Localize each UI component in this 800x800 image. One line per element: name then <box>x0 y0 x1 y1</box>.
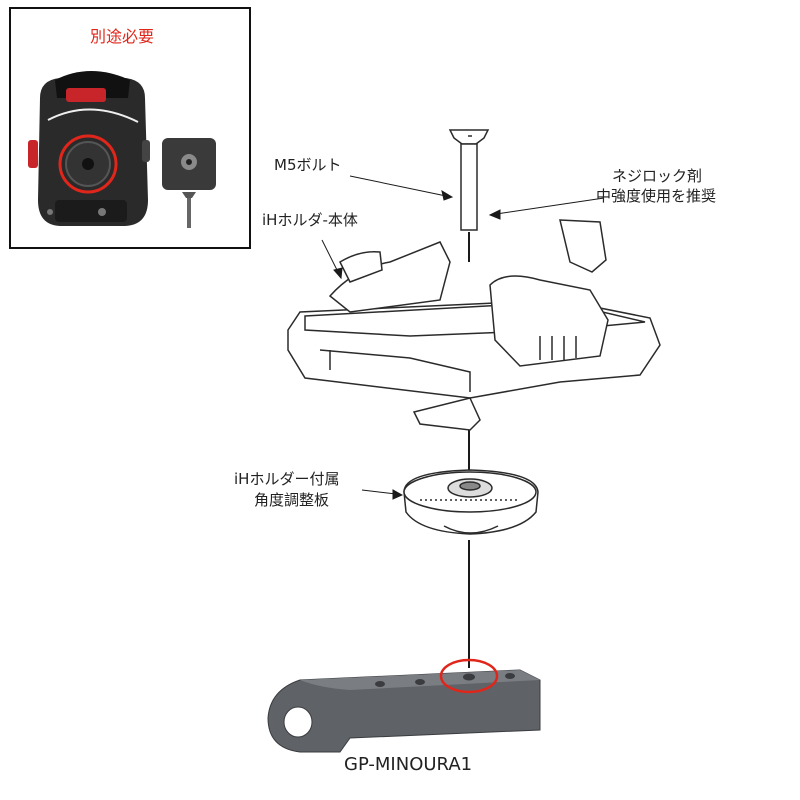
plate-and-bolt-icon <box>162 138 216 228</box>
plate-label-line1: iHホルダー付属 <box>234 470 339 488</box>
gopro-mount-arm-icon <box>267 658 541 753</box>
model-label: GP-MINOURA1 <box>344 754 472 775</box>
threadlock-label-line2: 中強度使用を推奨 <box>596 187 716 205</box>
ih-holder-body-icon <box>287 219 661 431</box>
adjustment-plate-icon <box>403 469 539 535</box>
holder-body-label: iHホルダ-本体 <box>262 211 358 229</box>
inset-title: 別途必要 <box>90 27 154 46</box>
m5-bolt-icon <box>448 129 490 231</box>
bolt-label: M5ボルト <box>274 156 342 174</box>
inset-red-circle <box>58 134 118 194</box>
threadlock-label-line1: ネジロック剤 <box>612 167 702 185</box>
arm-hole-red-circle <box>439 658 499 694</box>
holder-back-icon <box>28 71 150 226</box>
inset-panel: 別途必要 <box>9 7 251 249</box>
plate-label-line2: 角度調整板 <box>254 491 329 509</box>
leader-lines <box>321 175 605 500</box>
